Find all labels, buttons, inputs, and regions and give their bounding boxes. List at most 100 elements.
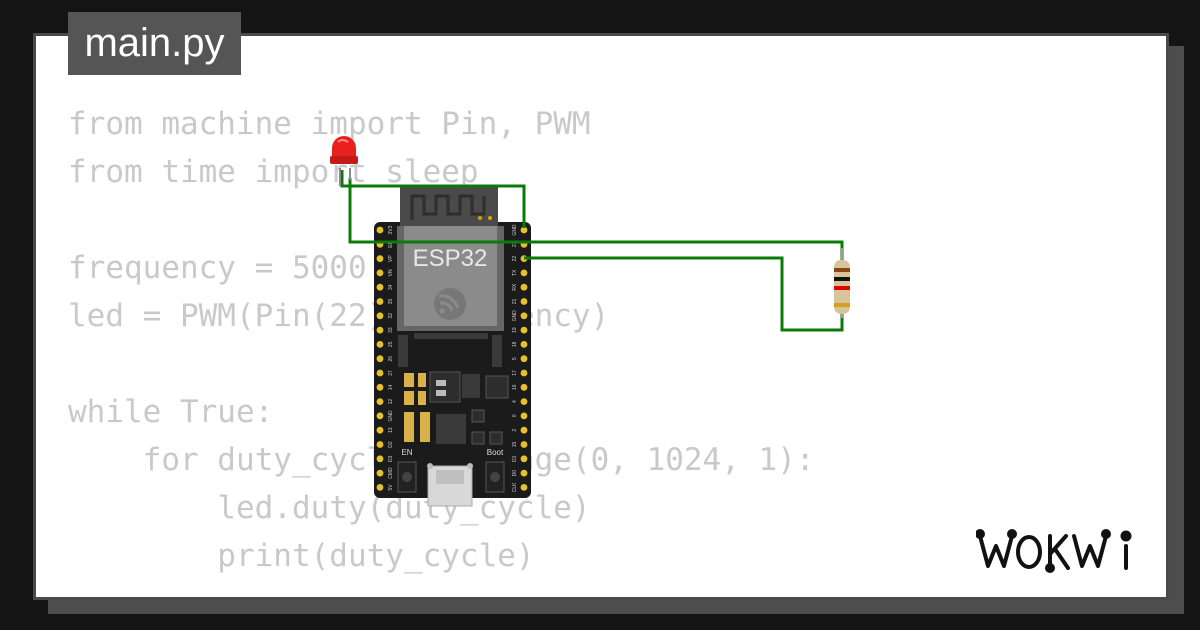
wokwi-logo — [976, 529, 1132, 573]
pin-label: CLK — [512, 482, 518, 492]
pin-dot[interactable] — [520, 226, 528, 234]
resistor-band-4 — [834, 303, 850, 307]
left-pin-header — [376, 226, 384, 491]
pin-label: 35 — [388, 299, 394, 305]
resistor[interactable] — [834, 248, 850, 318]
pin-dot[interactable] — [376, 298, 384, 305]
code-line: from machine import Pin, PWM — [68, 106, 591, 142]
pin-dot[interactable] — [520, 441, 528, 448]
pin-label: 26 — [388, 356, 394, 362]
pin-dot[interactable] — [376, 269, 384, 277]
pin-dot[interactable] — [376, 226, 384, 234]
module-pads — [398, 333, 502, 367]
pin-dot[interactable] — [376, 326, 384, 334]
pin-dot[interactable] — [520, 412, 528, 420]
code-line: frequency = 5000 — [68, 250, 367, 286]
boot-button-label: Boot — [487, 448, 504, 457]
wire-gpio22-to-resistor — [524, 256, 844, 332]
pin-label: EN — [388, 240, 394, 247]
pin-dot[interactable] — [520, 326, 528, 334]
pin-dot[interactable] — [520, 355, 528, 363]
pin-label: 3V3 — [388, 225, 394, 234]
resistor-band-3 — [834, 286, 850, 290]
pin-label: 21 — [512, 299, 518, 305]
pin-dot[interactable] — [376, 355, 384, 363]
resistor-band-1 — [834, 268, 850, 272]
pin-dot[interactable] — [520, 383, 528, 391]
pin-dot[interactable] — [520, 269, 528, 277]
pin-dot[interactable] — [520, 484, 528, 491]
pin-dot[interactable] — [520, 469, 528, 477]
pin-label: 33 — [388, 327, 394, 333]
right-pin-header — [520, 226, 528, 491]
pin-dot[interactable] — [520, 283, 528, 291]
wire-led-to-gnd — [340, 170, 526, 228]
pin-label: 4 — [512, 400, 518, 403]
esp32-board[interactable]: ESP32 3V3ENVPVN343532332526271412GND13D2… — [374, 186, 531, 507]
pin-label: 5V — [388, 484, 394, 491]
pin-label: 19 — [512, 327, 518, 333]
pin-label: 18 — [512, 341, 518, 347]
pin-dot[interactable] — [520, 398, 528, 405]
pin-label: 12 — [388, 399, 394, 405]
pin-label: RX — [512, 283, 518, 291]
pin-dot[interactable] — [376, 426, 384, 434]
file-tab[interactable]: main.py — [68, 12, 241, 75]
pin-dot[interactable] — [520, 312, 528, 320]
code-line: print(duty_cycle) — [68, 538, 535, 574]
pin-dot[interactable] — [376, 255, 384, 262]
pin-label: 17 — [512, 370, 518, 376]
pin-label: 27 — [388, 370, 394, 376]
pin-label: 32 — [388, 313, 394, 319]
pin-label: D3 — [388, 455, 394, 462]
smd-components — [404, 371, 509, 445]
pin-dot[interactable] — [376, 369, 384, 377]
pin-dot[interactable] — [376, 312, 384, 320]
pin-dot[interactable] — [376, 283, 384, 291]
pin-dot[interactable] — [376, 341, 384, 348]
pin-dot[interactable] — [520, 341, 528, 348]
pin-dot[interactable] — [376, 383, 384, 391]
led[interactable] — [330, 136, 358, 186]
pin-dot[interactable] — [376, 484, 384, 491]
usb-port — [427, 463, 473, 507]
pin-label: VP — [388, 255, 394, 262]
en-button[interactable] — [397, 461, 417, 493]
espressif-logo-icon — [434, 288, 466, 320]
pin-label: GND — [388, 410, 394, 422]
pin-dot[interactable] — [376, 412, 384, 420]
pin-label: 34 — [388, 284, 394, 290]
pin-label: VN — [388, 269, 394, 276]
pin-label: D2 — [388, 441, 394, 448]
pin-label: 14 — [388, 384, 394, 390]
board-label: ESP32 — [413, 245, 488, 272]
en-button-label: EN — [401, 448, 412, 457]
pin-label: GND — [512, 224, 518, 236]
pin-label: 25 — [388, 341, 394, 347]
pin-label: D0 — [512, 470, 518, 477]
antenna-trace — [410, 194, 486, 220]
pin-dot[interactable] — [520, 455, 528, 463]
pin-label: D1 — [512, 455, 518, 462]
left-pin-labels: 3V3ENVPVN343532332526271412GND13D2D3CMD5… — [388, 225, 394, 490]
pin-dot[interactable] — [520, 426, 528, 434]
pin-dot[interactable] — [520, 298, 528, 305]
project-card — [33, 33, 1169, 600]
boot-button[interactable] — [485, 461, 505, 493]
pin-label: 16 — [512, 384, 518, 390]
pin-label: CMD — [388, 467, 394, 479]
pin-label: TX — [512, 269, 518, 276]
code-line: while True: — [68, 394, 274, 430]
pin-label: GND — [512, 310, 518, 322]
pin-dot[interactable] — [376, 441, 384, 448]
pin-dot[interactable] — [376, 398, 384, 405]
pin-label: 5 — [512, 357, 518, 360]
pin-label: 23 — [512, 241, 518, 247]
pin-label: 22 — [512, 256, 518, 262]
pin-dot[interactable] — [376, 469, 384, 477]
pin-dot[interactable] — [376, 455, 384, 463]
pin-dot[interactable] — [520, 369, 528, 377]
resistor-band-2 — [834, 277, 850, 281]
